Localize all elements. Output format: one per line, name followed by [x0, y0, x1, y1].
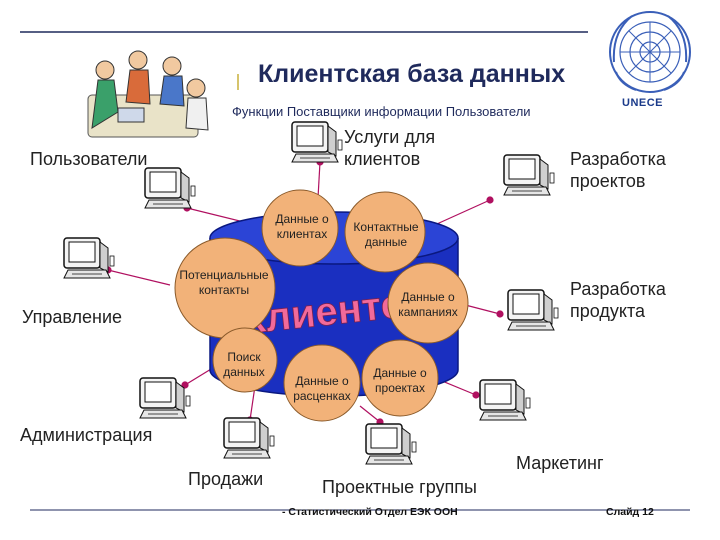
footer-source: - Статистический Отдел ЕЭК ООН — [282, 506, 458, 518]
bubble-prices-label: Данные о расценках — [293, 374, 351, 403]
label-marketing: Маркетинг — [516, 453, 604, 473]
bubble-search-label: Поиск данных — [223, 350, 265, 379]
bubble-campaigns-label: Данные о кампаниях — [398, 290, 458, 319]
bubble-prices — [283, 344, 361, 422]
page-title: Клиентская база данных — [258, 60, 566, 88]
bubble-contacts — [344, 191, 426, 273]
pc-project-groups-icon — [365, 423, 417, 465]
bubble-contacts-label: Контактные данные — [353, 220, 419, 249]
pc-sales-icon — [223, 417, 275, 459]
bubble-projects-label: Данные о проектах — [373, 366, 427, 395]
pc-users-icon — [144, 167, 196, 209]
bubble-clients-label: Данные о клиентах — [275, 212, 329, 241]
people-clipart-icon — [87, 50, 209, 138]
label-project-groups: Проектные группы — [322, 477, 477, 497]
label-sales: Продажи — [188, 469, 264, 489]
label-project-dev: Разработка проектов — [570, 149, 666, 191]
pc-marketing-icon — [479, 379, 531, 421]
pc-project-dev-icon — [503, 154, 555, 196]
label-administration: Администрация — [20, 425, 153, 445]
pc-administration-icon — [139, 377, 191, 419]
pc-product-dev-icon — [507, 289, 559, 331]
computer-icons — [63, 121, 559, 465]
bubble-projects — [361, 339, 439, 417]
unece-logo-text: UNECE — [622, 97, 664, 109]
un-emblem-icon — [609, 11, 691, 93]
label-management: Управление — [22, 307, 123, 327]
pc-client-services-icon — [291, 121, 343, 163]
pc-management-icon — [63, 237, 115, 279]
data-bubbles — [174, 189, 469, 422]
label-product-dev: Разработка продукта — [570, 279, 666, 321]
bubble-search — [212, 327, 278, 393]
bubble-clients — [261, 189, 339, 267]
label-users: Пользователи — [30, 149, 148, 169]
bubble-campaigns — [387, 262, 469, 344]
footer-slide-number: Слайд 12 — [606, 506, 654, 518]
page-subtitle: Функции Поставщики информации Пользовате… — [232, 104, 531, 119]
bubble-potential-label: Потенциальные контакты — [179, 268, 269, 297]
label-client-services: Услуги для клиентов — [344, 127, 436, 169]
